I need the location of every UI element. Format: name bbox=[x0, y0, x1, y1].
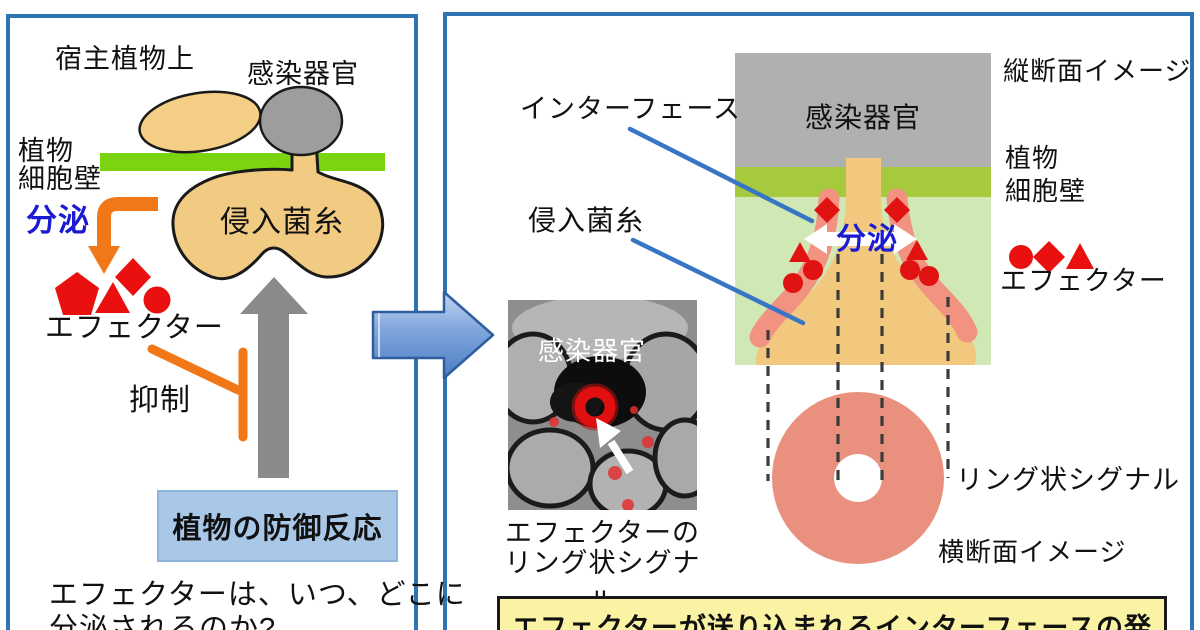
micrograph-image bbox=[508, 300, 697, 510]
cell-wall-bar bbox=[100, 153, 385, 171]
spore-shape bbox=[138, 90, 262, 154]
infection-organ-shape bbox=[258, 85, 344, 157]
effector-legend-label: エフェクター bbox=[1000, 266, 1167, 296]
interface-leader-line bbox=[627, 126, 815, 224]
inhibition-tbar bbox=[147, 344, 248, 442]
micrograph-pointer-arrow-icon bbox=[596, 418, 634, 475]
secretion-arrow bbox=[88, 197, 158, 274]
question-line1: エフェクターは、いつ、どこに bbox=[49, 579, 466, 611]
red-ring-signal bbox=[574, 386, 616, 428]
effector-label: エフェクター bbox=[45, 312, 224, 344]
projection-dashed-lines bbox=[766, 254, 950, 481]
cell-wall-label-line1: 植物 bbox=[18, 136, 74, 166]
hyphae-leader-line bbox=[630, 237, 806, 326]
micrograph-organ-label: 感染器官 bbox=[538, 336, 647, 366]
effector-legend-shapes bbox=[1009, 241, 1094, 273]
micrograph-graphic bbox=[508, 300, 697, 510]
invading-hyphae-label-right: 侵入菌糸 bbox=[528, 205, 645, 236]
effector-diamond bbox=[115, 258, 151, 296]
micrograph-caption-line1: エフェクターの bbox=[505, 518, 700, 548]
effector-circle bbox=[143, 286, 171, 314]
cell-wall-label-right-line1: 植物 bbox=[1005, 143, 1060, 173]
host-plant-label: 宿主植物上 bbox=[55, 44, 195, 74]
hyphae-funnel-shape bbox=[755, 158, 976, 365]
invading-hyphae-label: 侵入菌糸 bbox=[220, 206, 344, 239]
discovery-box: エフェクターが送り込まれるインターフェースの発見 bbox=[497, 596, 1167, 630]
ring-signal-donut-hole bbox=[834, 454, 882, 502]
question-line2: 分泌されるのか? bbox=[49, 613, 277, 630]
infection-organ-box bbox=[735, 53, 991, 167]
secretion-label-right: 分泌 bbox=[836, 223, 898, 256]
red-ring-glow bbox=[571, 383, 619, 431]
ring-signal-label: リング状シグナル bbox=[956, 465, 1180, 495]
effector-shapes bbox=[55, 258, 171, 315]
cell-wall-label-line2: 細胞壁 bbox=[18, 164, 102, 194]
effector-triangle bbox=[95, 282, 130, 313]
defense-box-label: 植物の防御反応 bbox=[172, 513, 383, 545]
suppression-label: 抑制 bbox=[129, 384, 191, 417]
micrograph-caption-line2: リング状シグナル bbox=[504, 548, 701, 617]
defense-response-box: 植物の防御反応 bbox=[157, 490, 398, 562]
effector-pentagon bbox=[55, 272, 99, 315]
defense-arrow bbox=[240, 277, 308, 478]
invading-hyphae-shape bbox=[171, 138, 385, 281]
interface-effector-shapes bbox=[783, 197, 939, 293]
cross-section-label: 横断面イメージ bbox=[938, 537, 1127, 567]
secretion-double-arrow-icon bbox=[804, 224, 917, 254]
transition-arrow-icon bbox=[371, 290, 495, 380]
secretion-label: 分泌 bbox=[26, 203, 90, 238]
interface-label: インターフェース bbox=[520, 94, 742, 124]
cell-wall-label-right-line2: 細胞壁 bbox=[1005, 176, 1087, 206]
infection-organ-label-right: 感染器官 bbox=[804, 102, 921, 133]
discovery-box-label: エフェクターが送り込まれるインターフェースの発見 bbox=[512, 613, 1152, 630]
longitudinal-section-label: 縦断面イメージ bbox=[1003, 56, 1192, 86]
infection-organ-label: 感染器官 bbox=[247, 59, 359, 89]
